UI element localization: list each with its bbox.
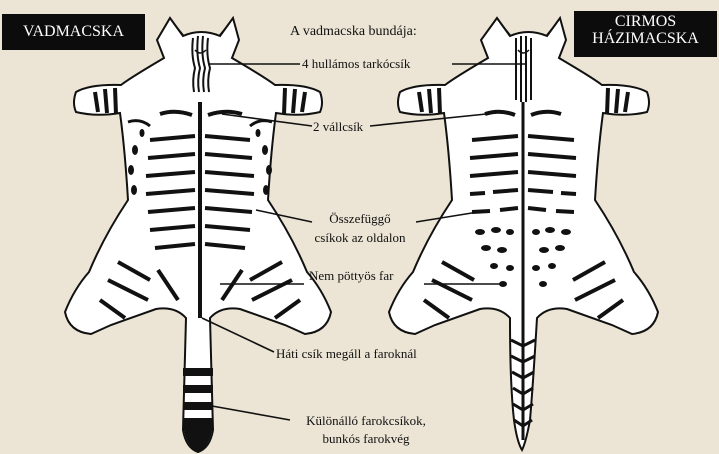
title-tabby-line2: HÁZIMACSKA [574, 30, 717, 47]
label-dorsal-stripe: Háti csík megáll a faroknál [276, 346, 417, 362]
label-flank-stripes: Összefüggő csíkok az oldalon [300, 209, 420, 247]
title-tabby: CIRMOS HÁZIMACSKA [574, 11, 717, 57]
header-label: A vadmacska bundája: [290, 24, 417, 40]
label-flank-line1: Összefüggő [300, 209, 420, 228]
label-tail-line1: Különálló farokcsíkok, [286, 412, 446, 430]
wildcat-pelt [65, 18, 331, 452]
label-shoulder-stripes: 2 vállcsík [313, 119, 363, 135]
title-tabby-line1: CIRMOS [574, 13, 717, 30]
pointer-dorsal [202, 318, 274, 352]
label-flank-line2: csíkok az oldalon [300, 228, 420, 247]
title-wildcat: VADMACSKA [2, 14, 145, 50]
label-tail-line2: bunkós farokvég [286, 430, 446, 448]
label-nape-stripes: 4 hullámos tarkócsík [302, 56, 410, 72]
label-tail: Különálló farokcsíkok, bunkós farokvég [286, 412, 446, 448]
tabby-pelt [389, 18, 658, 450]
label-rump: Nem pöttyös far [309, 268, 393, 284]
pointer-tail [212, 406, 290, 420]
